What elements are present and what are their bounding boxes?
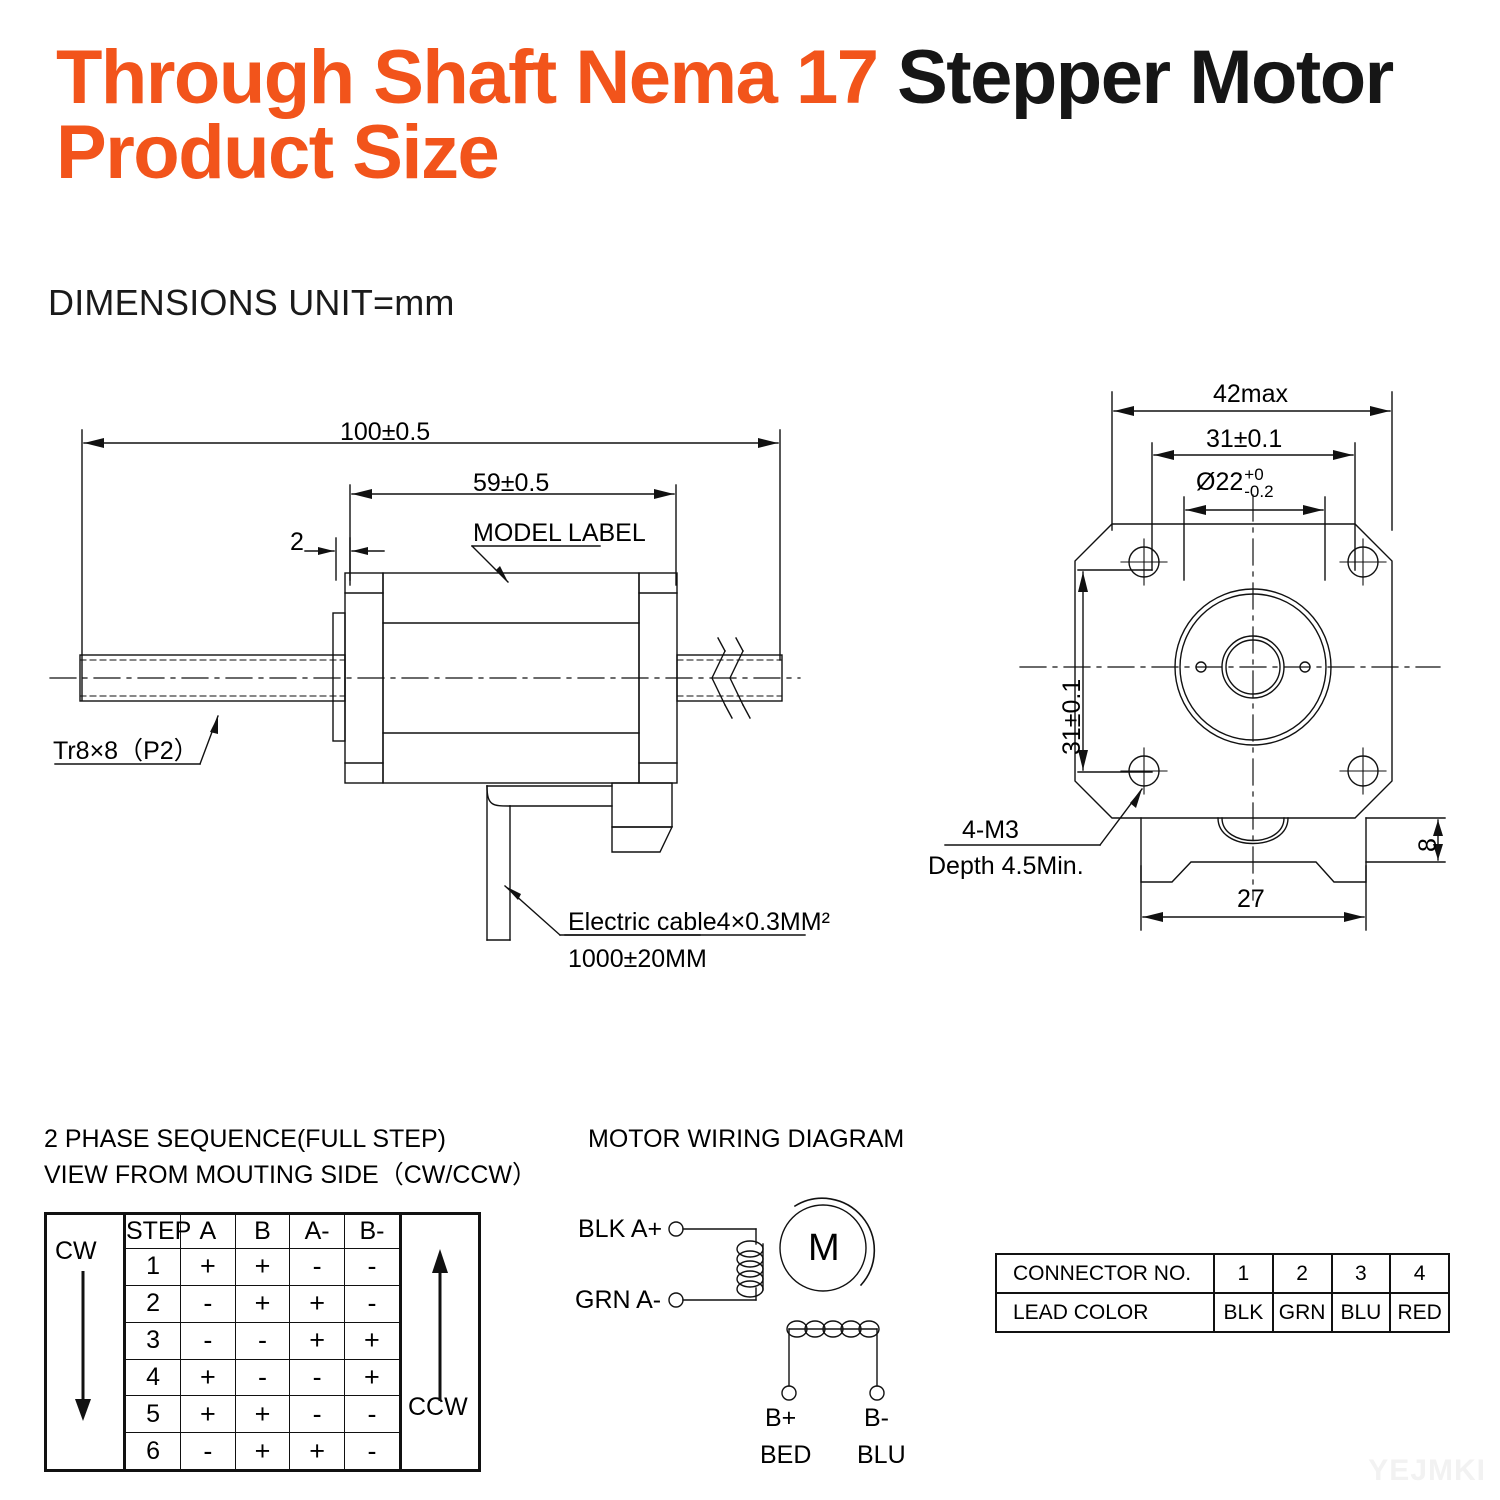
- cable-spec-line1: Electric cable4×0.3MM²: [568, 908, 830, 936]
- phase-table-row: 1++--: [126, 1248, 399, 1286]
- phase-cell-b: +: [234, 1248, 291, 1286]
- phase-sequence-heading: 2 PHASE SEQUENCE(FULL STEP) VIEW FROM MO…: [44, 1122, 537, 1193]
- phase-cell-b: +: [234, 1432, 291, 1469]
- phase-cell-a: -: [180, 1284, 236, 1323]
- phase-header-cell-2: B: [234, 1215, 291, 1250]
- dim-shaft-offset: 2: [290, 528, 304, 556]
- phase-table-row: 5++--: [126, 1395, 399, 1434]
- phase-table-row: 3--++: [126, 1321, 399, 1360]
- phase-cell-bn: -: [343, 1432, 399, 1469]
- terminal-b-plus-color: BED: [760, 1441, 812, 1469]
- page-title-plain: Stepper Motor: [877, 35, 1394, 120]
- phase-cell-an: -: [289, 1358, 345, 1397]
- dim-body-length: 59±0.5: [473, 469, 550, 497]
- phase-cell-bn: -: [343, 1395, 399, 1434]
- phase-cell-an: -: [289, 1395, 345, 1434]
- dim-flange-width: 42max: [1213, 380, 1289, 408]
- phase-cell-an: +: [289, 1321, 345, 1360]
- lead-color-value-2: BLU: [1330, 1292, 1392, 1333]
- page-subtitle: Product Size: [56, 110, 500, 196]
- lead-color-value-1: GRN: [1271, 1292, 1333, 1333]
- connector-no-value-0: 1: [1213, 1253, 1274, 1294]
- connector-no-value-3: 4: [1389, 1253, 1450, 1294]
- dim-boss-height: 8: [1414, 838, 1442, 852]
- phase-cell-b: +: [234, 1284, 291, 1323]
- ccw-label: CCW: [408, 1393, 468, 1421]
- thread-hole-spec-line1: 4-M3: [962, 816, 1019, 844]
- motor-symbol-label: M: [808, 1227, 840, 1269]
- phase-cell-b: -: [234, 1321, 291, 1360]
- phase-cell-bn: +: [343, 1358, 399, 1397]
- cw-label: CW: [55, 1237, 97, 1265]
- phase-sequence-heading-line1: 2 PHASE SEQUENCE(FULL STEP): [44, 1125, 446, 1153]
- phase-cell-step: 3: [126, 1321, 182, 1360]
- phase-cell-step: 4: [126, 1358, 182, 1397]
- phase-cell-a: +: [180, 1395, 236, 1434]
- phase-cell-an: +: [289, 1432, 345, 1469]
- dim-overall-length: 100±0.5: [340, 418, 431, 446]
- phase-cell-b: -: [234, 1358, 291, 1397]
- units-note: DIMENSIONS UNIT=mm: [48, 282, 455, 323]
- page-title: Through Shaft Nema 17 Stepper Motor Prod…: [56, 40, 1476, 196]
- phase-header-cell-3: A-: [289, 1215, 345, 1250]
- terminal-a-plus-label: BLK A+: [578, 1215, 663, 1243]
- dim-bolt-circle-vertical: 31±0.1: [1058, 678, 1086, 755]
- phase-cell-b: +: [234, 1395, 291, 1434]
- dim-pilot-lower-tol: -0.2: [1244, 482, 1274, 502]
- phase-cell-step: 1: [126, 1248, 182, 1286]
- phase-header-cell-1: A: [180, 1215, 236, 1250]
- phase-cell-a: +: [180, 1248, 236, 1286]
- phase-cell-step: 6: [126, 1432, 182, 1469]
- lead-color-value-0: BLK: [1213, 1292, 1274, 1333]
- terminal-b-minus-color: BLU: [857, 1441, 906, 1469]
- thread-spec-callout: Tr8×8（P2）: [53, 737, 199, 765]
- terminal-a-minus-label: GRN A-: [575, 1286, 662, 1314]
- phase-cell-step: 2: [126, 1284, 182, 1323]
- phase-cell-a: -: [180, 1432, 236, 1469]
- dim-pilot-value: Ø22: [1196, 467, 1244, 496]
- phase-cell-bn: -: [343, 1284, 399, 1323]
- phase-cell-an: +: [289, 1284, 345, 1323]
- cw-direction-column: CW: [47, 1215, 126, 1469]
- dim-pilot-upper-tol: +0: [1244, 465, 1264, 484]
- watermark: YEJMKI: [1368, 1454, 1486, 1487]
- ccw-direction-column: CCW: [399, 1215, 478, 1469]
- connector-no-label: CONNECTOR NO.: [995, 1253, 1215, 1294]
- phase-cell-bn: -: [343, 1248, 399, 1286]
- phase-cell-a: -: [180, 1321, 236, 1360]
- lead-color-label: LEAD COLOR: [995, 1292, 1215, 1333]
- phase-table-row: 6-++-: [126, 1432, 399, 1469]
- dim-boss-width: 27: [1237, 885, 1265, 913]
- ccw-arrow-icon: [432, 1249, 448, 1401]
- phase-cell-a: +: [180, 1358, 236, 1397]
- phase-cell-bn: +: [343, 1321, 399, 1360]
- connector-no-value-1: 2: [1271, 1253, 1333, 1294]
- wiring-diagram-heading: MOTOR WIRING DIAGRAM: [588, 1125, 905, 1153]
- connector-no-value-2: 3: [1330, 1253, 1392, 1294]
- terminal-b-minus-label: B-: [864, 1404, 889, 1432]
- phase-sequence-heading-line2: VIEW FROM MOUTING SIDE（CW/CCW）: [44, 1160, 538, 1189]
- dim-pilot-diameter: Ø22 +0 -0.2: [1196, 466, 1274, 501]
- lead-color-value-3: RED: [1389, 1292, 1450, 1333]
- cable-spec-line2: 1000±20MM: [568, 945, 707, 973]
- thread-hole-depth-line2: Depth 4.5Min.: [928, 852, 1084, 880]
- phase-table-row: 4+--+: [126, 1358, 399, 1397]
- phase-table-row: 2-++-: [126, 1284, 399, 1323]
- page-title-highlight: Through Shaft Nema 17: [56, 35, 879, 120]
- terminal-b-plus-label: B+: [765, 1404, 797, 1432]
- phase-header-cell-0: STEP: [126, 1215, 191, 1250]
- phase-cell-step: 5: [126, 1395, 182, 1434]
- dim-bolt-circle-horizontal: 31±0.1: [1206, 425, 1283, 453]
- cw-arrow-icon: [75, 1271, 91, 1421]
- model-label-callout: MODEL LABEL: [473, 519, 646, 547]
- phase-cell-an: -: [289, 1248, 345, 1286]
- phase-header-cell-4: B-: [343, 1215, 399, 1250]
